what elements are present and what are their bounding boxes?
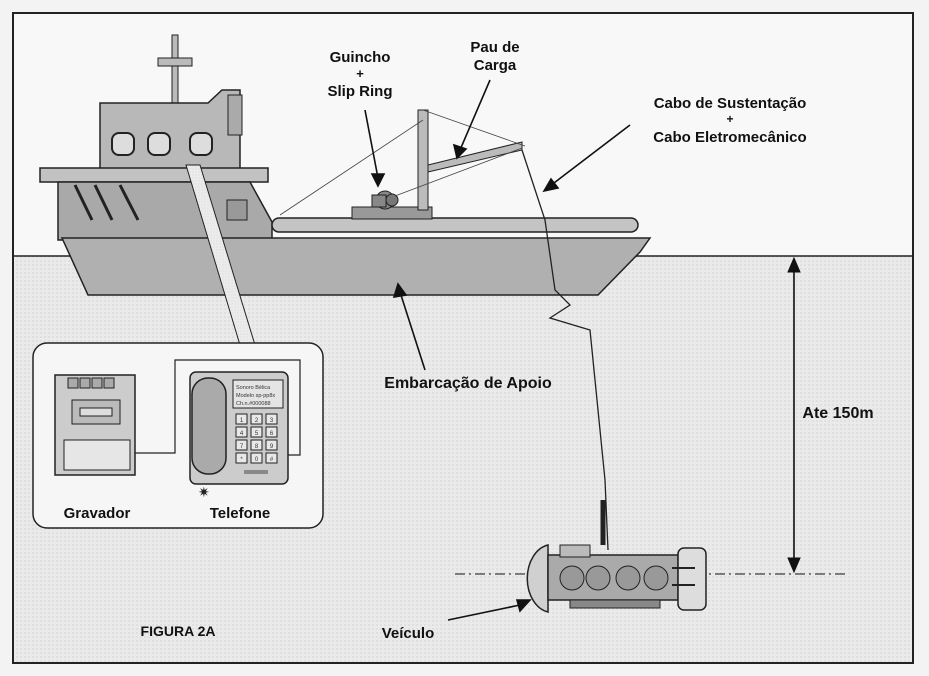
- vehicle: [526, 544, 707, 613]
- cable-label-plus: +: [726, 112, 733, 126]
- phone-key: [235, 439, 248, 451]
- telephone-label: Telefone: [210, 505, 271, 522]
- recorder-device: [54, 374, 136, 476]
- phone-key: [265, 452, 278, 464]
- phone-key: [235, 426, 248, 438]
- winch-label-plus: +: [356, 66, 364, 81]
- figure-caption: FIGURA 2A: [141, 623, 216, 639]
- cable-label-line1: Cabo de Sustentação: [654, 95, 807, 112]
- phone-key-label: 1: [240, 418, 244, 424]
- winch-label-line1: Guincho: [330, 49, 391, 66]
- phone-display-line2: Modelo sp-pp8x: [236, 393, 275, 399]
- phone-key-label: #: [270, 457, 274, 463]
- support-vessel: [39, 34, 652, 296]
- phone-key-label: 0: [255, 457, 259, 463]
- phone-display-line1: Sonoro Bélica: [236, 385, 271, 391]
- phone-key-label: 2: [255, 418, 259, 424]
- ring-icon: ✷: [198, 484, 210, 500]
- phone-key-label: 9: [270, 444, 274, 450]
- phone-key: [250, 426, 263, 438]
- phone-key: [250, 413, 263, 425]
- phone-keypad: 1 2 3 4 5 6 7 8 9 * 0 #: [235, 413, 278, 464]
- recorder-label: Gravador: [64, 505, 131, 522]
- phone-display-line3: Ch.n.#000088: [236, 401, 271, 407]
- support-cable: [521, 149, 609, 551]
- phone-key-label: 7: [240, 444, 244, 450]
- leader-arrows: [364, 79, 631, 621]
- phone-key-label: 6: [270, 431, 274, 437]
- comms-inset: Sonoro Bélica Modelo sp-pp8x Ch.n.#00008…: [32, 342, 324, 529]
- phone-key-label: 3: [270, 418, 274, 424]
- vessel-label: Embarcação de Apoio: [384, 375, 552, 392]
- phone-key: [235, 452, 248, 464]
- phone-key: [265, 439, 278, 451]
- crane-label-line2: Carga: [474, 57, 517, 74]
- crane-label-line1: Pau de: [470, 39, 519, 56]
- phone-key-label: *: [240, 457, 243, 463]
- phone-key-label: 8: [255, 444, 259, 450]
- vehicle-label: Veículo: [382, 625, 435, 642]
- phone-key: [235, 413, 248, 425]
- winch-label-line2: Slip Ring: [328, 83, 393, 100]
- phone-key-label: 5: [255, 431, 259, 437]
- cable-label-line2: Cabo Eletromecânico: [653, 129, 806, 146]
- phone-key: [265, 413, 278, 425]
- phone-key: [250, 452, 263, 464]
- phone-key: [265, 426, 278, 438]
- telephone-device: Sonoro Bélica Modelo sp-pp8x Ch.n.#00008…: [189, 371, 289, 500]
- phone-key-label: 4: [240, 431, 244, 437]
- phone-key: [250, 439, 263, 451]
- depth-label: Ate 150m: [802, 405, 873, 422]
